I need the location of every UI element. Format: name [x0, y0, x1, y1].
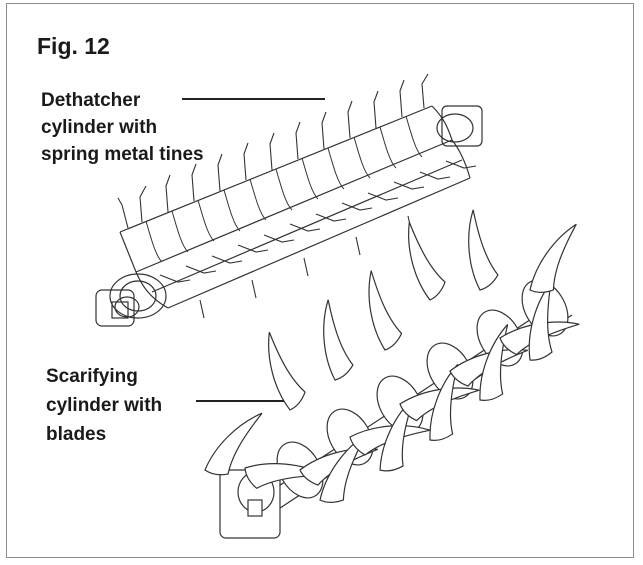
scarifier-blades — [196, 209, 596, 518]
scarifier-callout: Scarifying cylinder with blades — [46, 366, 163, 445]
scarifying-cylinder — [219, 279, 573, 539]
spring-tines — [117, 73, 477, 319]
dethatcher-ribs — [145, 115, 423, 263]
dethatcher-cylinder — [95, 105, 483, 327]
figure-title: Fig. 12 — [37, 33, 110, 59]
dethatcher-callout: Dethatcher cylinder with spring metal ti… — [41, 90, 204, 165]
